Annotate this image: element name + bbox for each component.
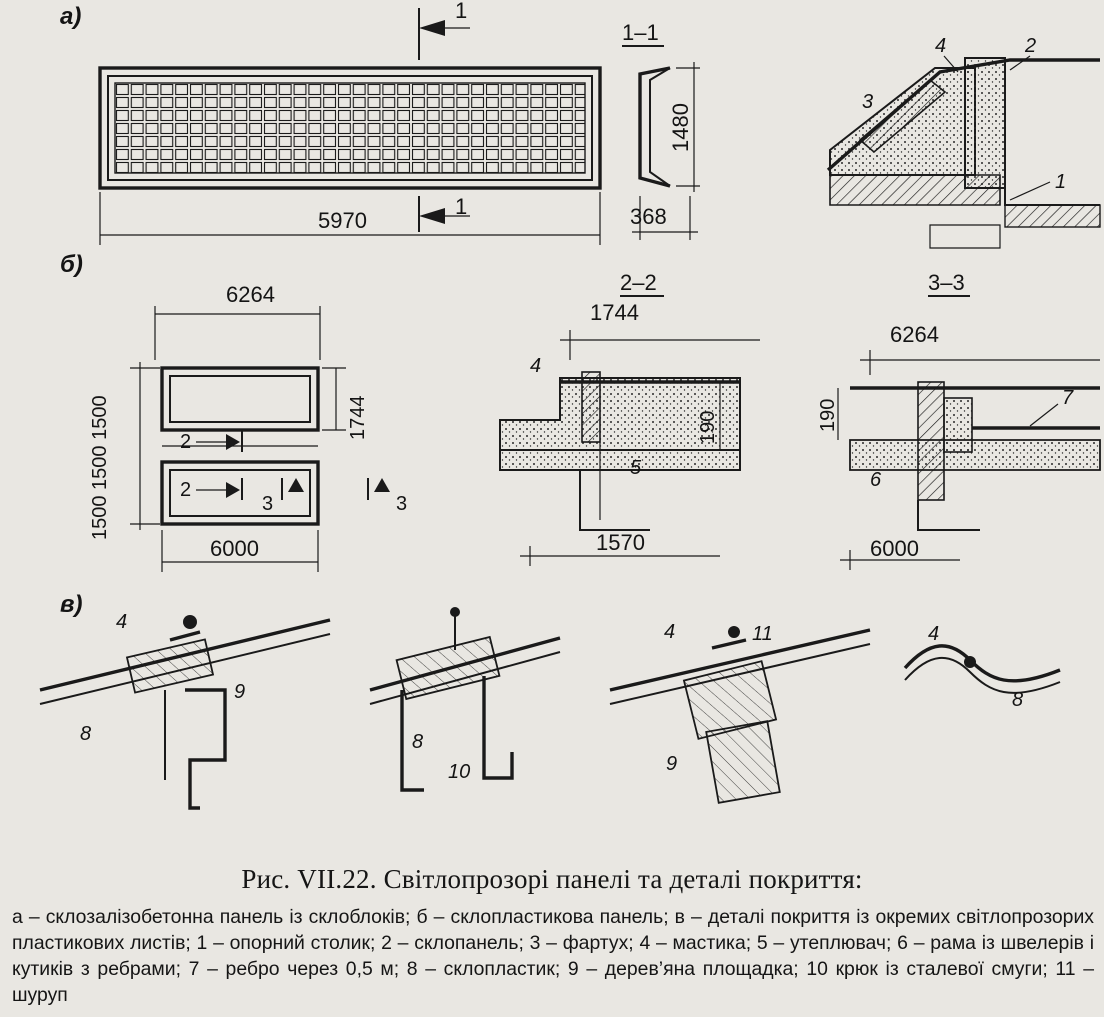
cut-marker-1-1 xyxy=(418,8,470,232)
label-3-a: 3 xyxy=(862,91,873,113)
section-2-2-title: 2–2 xyxy=(620,270,657,295)
label-4-s22: 4 xyxy=(530,355,541,377)
label-4-v4: 4 xyxy=(928,623,939,645)
dim-b-width xyxy=(154,306,321,360)
section-3-3-detail xyxy=(849,381,1101,531)
label-4-a: 4 xyxy=(935,35,946,57)
dim-s33-top-label: 6264 xyxy=(890,322,939,347)
cut-2-lower-label: 2 xyxy=(180,479,191,501)
dim-b-height xyxy=(322,367,346,431)
detail-v4-wave-joint xyxy=(903,644,1061,694)
dim-b-width-label: 6264 xyxy=(226,282,275,307)
label-9-v1: 9 xyxy=(234,681,245,703)
glass-block-panel xyxy=(98,66,602,190)
cut-1-top-label: 1 xyxy=(455,0,467,23)
detail-v3-screw-joint xyxy=(609,626,871,804)
label-10-v2: 10 xyxy=(448,761,470,783)
label-6-s33: 6 xyxy=(870,469,882,491)
label-5-s22: 5 xyxy=(630,457,642,479)
dim-s22-bottom-label: 1570 xyxy=(596,530,645,555)
section-1-1-profile xyxy=(632,62,700,240)
part-a-label: а) xyxy=(60,3,81,30)
cut-3-right-label: 3 xyxy=(396,493,407,515)
dim-a-width-label: 5970 xyxy=(318,208,367,233)
dim-b-stack xyxy=(130,362,160,530)
label-11-v3: 11 xyxy=(752,623,773,645)
label-8-v1: 8 xyxy=(80,723,91,745)
dim-a-height-label: 1480 xyxy=(668,103,693,152)
dim-s22-top-label: 1744 xyxy=(590,300,639,325)
label-7-s33: 7 xyxy=(1062,387,1074,409)
cut-markers-2-3 xyxy=(196,430,390,500)
cut-2-upper-label: 2 xyxy=(180,431,191,453)
cut-3-left-label: 3 xyxy=(262,493,273,515)
detail-v1-bolt-joint xyxy=(39,615,331,810)
figure-caption: Рис. VII.22. Світлопрозорі панелі та дет… xyxy=(241,864,863,894)
label-2-a: 2 xyxy=(1024,35,1036,57)
dim-b-stack-label: 1500 1500 1500 xyxy=(89,395,111,540)
dim-s33-bottom-label: 6000 xyxy=(870,536,919,561)
dim-b-base xyxy=(161,530,319,572)
plastic-panel xyxy=(160,366,320,526)
dim-a-width xyxy=(99,192,601,245)
cut-1-bottom-label: 1 xyxy=(455,194,467,219)
section-2-2-detail xyxy=(499,371,741,531)
section-3-3-title: 3–3 xyxy=(928,270,965,295)
part-b-label: б) xyxy=(60,251,83,278)
dim-b-height-label: 1744 xyxy=(347,396,369,441)
skylight-corner-detail xyxy=(826,57,1101,249)
label-8-v2: 8 xyxy=(412,731,423,753)
label-9-v3: 9 xyxy=(666,753,677,775)
dim-s33-h-label: 190 xyxy=(817,399,839,432)
label-4-v1: 4 xyxy=(116,611,127,633)
part-v-label: в) xyxy=(60,591,83,618)
figure-drawing: а) 1 1 5970 1–1 1480 368 xyxy=(39,0,1101,810)
detail-v2-hook-joint xyxy=(369,607,561,792)
dim-a-section-label: 368 xyxy=(630,204,667,229)
section-1-1-title: 1–1 xyxy=(622,20,659,45)
label-1-a: 1 xyxy=(1055,171,1066,193)
figure-legend: а – склозалізобетонна панель із склоблок… xyxy=(12,906,1094,1006)
dim-b-base-label: 6000 xyxy=(210,536,259,561)
dim-s22-h-label: 190 xyxy=(697,411,719,444)
label-4-v3: 4 xyxy=(664,621,675,643)
label-8-v4: 8 xyxy=(1012,689,1023,711)
